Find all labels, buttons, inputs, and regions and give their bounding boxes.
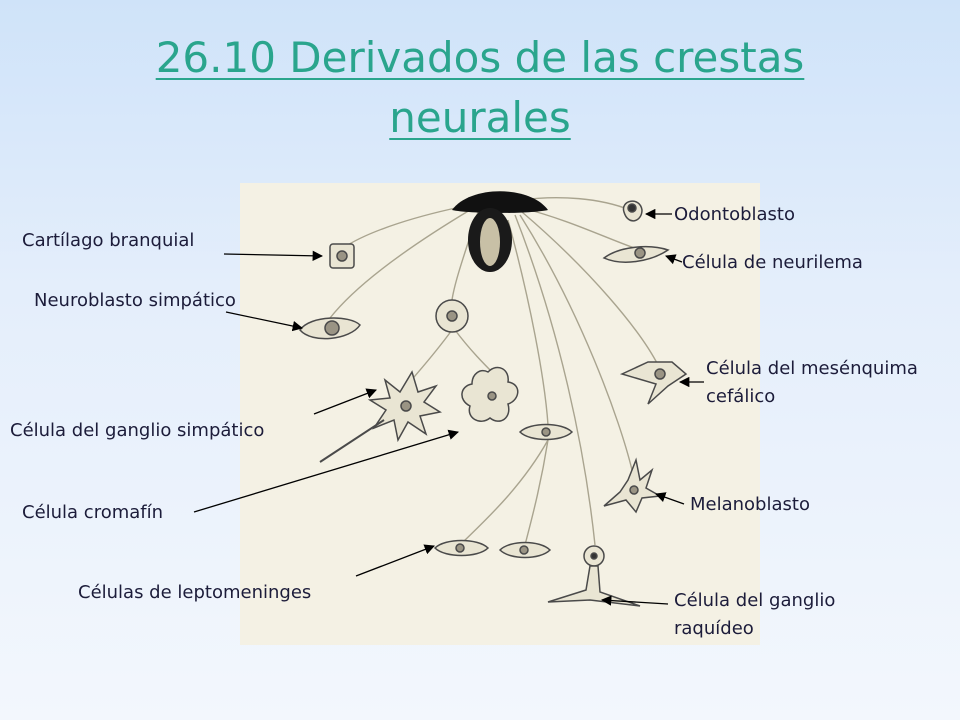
label-ganglio-raquideo-line1: Célula del ganglio <box>674 590 836 611</box>
label-mesenquima-line1: Célula del mesénquima <box>706 358 918 379</box>
cell-melanoblast <box>603 457 663 514</box>
cell-precursor <box>435 299 469 333</box>
label-arrows <box>193 208 704 606</box>
label-odontoblasto: Odontoblasto <box>674 204 795 225</box>
label-celulas-leptomeninges: Células de leptomeninges <box>78 582 312 603</box>
cell-neuroblast <box>299 317 361 340</box>
cell-sympathetic-ganglion <box>319 370 442 463</box>
cell-meninx-upper <box>518 423 574 441</box>
label-melanoblasto: Melanoblasto <box>690 494 810 515</box>
label-neuroblasto-simpatico: Neuroblasto simpático <box>34 290 236 311</box>
cell-cartilage <box>329 243 355 269</box>
cell-chromaffin <box>461 366 519 422</box>
cell-odontoblast <box>622 200 643 222</box>
neural-tube <box>452 191 548 272</box>
slide-title[interactable]: 26.10 Derivados de las crestas neurales <box>0 28 960 148</box>
label-celula-ganglio-simpatico: Célula del ganglio simpático <box>10 420 265 441</box>
title-line-2: neurales <box>389 93 571 142</box>
label-cartilago-branquial: Cartílago branquial <box>22 230 195 251</box>
label-celula-cromafin: Célula cromafín <box>22 502 164 523</box>
cell-leptomeninges <box>433 539 552 559</box>
cell-neurilemma <box>602 245 670 263</box>
label-ganglio-raquideo-line2: raquídeo <box>674 618 754 639</box>
title-line-1: 26.10 Derivados de las crestas <box>155 33 805 82</box>
cell-spinal-ganglion <box>547 545 641 607</box>
cell-mesenchyme <box>619 361 688 405</box>
label-mesenquima-line2: cefálico <box>706 386 776 407</box>
label-celula-neurilema: Célula de neurilema <box>682 252 863 273</box>
